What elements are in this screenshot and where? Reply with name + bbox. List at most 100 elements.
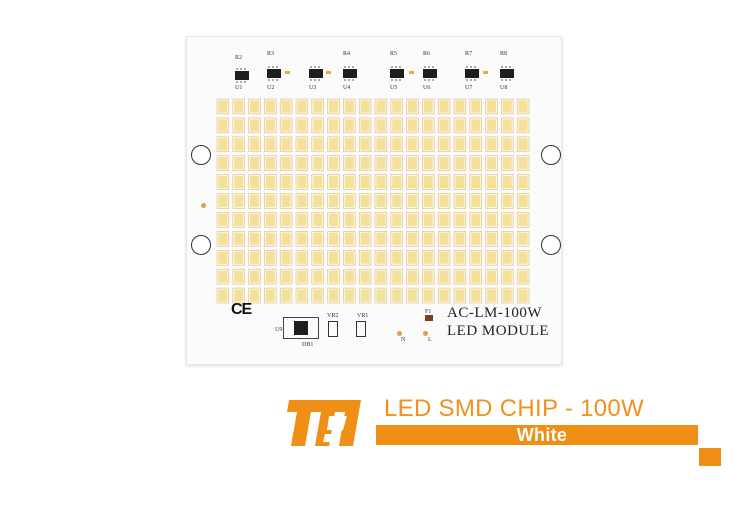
smd-led xyxy=(374,268,388,285)
smd-led xyxy=(390,287,403,304)
smd-led xyxy=(279,212,293,228)
smd-led xyxy=(279,268,293,285)
smd-led xyxy=(232,174,245,190)
varistor-vr1 xyxy=(356,321,366,337)
smd-led xyxy=(485,287,498,304)
smd-led xyxy=(358,155,372,171)
smd-led xyxy=(422,174,435,190)
smd-led xyxy=(485,231,498,247)
smd-led xyxy=(422,249,435,266)
model-label: AC-LM-100W xyxy=(447,305,542,321)
smd-led xyxy=(501,287,514,304)
silk-r4: R4 xyxy=(343,51,351,57)
silk-vr1: VR1 xyxy=(357,313,369,319)
silk-db1: DB1 xyxy=(302,342,314,348)
smd-led xyxy=(516,268,530,285)
smd-led xyxy=(437,136,451,153)
smd-led xyxy=(437,268,451,285)
smd-led xyxy=(453,231,467,247)
silk-u2: U2 xyxy=(267,85,275,91)
smd-led xyxy=(248,287,261,304)
smd-led xyxy=(453,287,467,304)
smd-led xyxy=(406,268,419,285)
ce-mark: CE xyxy=(231,301,252,318)
smd-led xyxy=(485,174,498,190)
smd-led xyxy=(485,136,498,153)
smd-led xyxy=(437,174,451,190)
smd-led xyxy=(248,98,261,115)
smd-led xyxy=(422,212,435,228)
smd-led xyxy=(406,155,419,171)
smd-led xyxy=(232,117,245,134)
smd-led xyxy=(453,193,467,209)
input-pad-n xyxy=(397,331,402,336)
smd-led xyxy=(501,212,514,228)
silk-u3: U3 xyxy=(309,85,317,91)
smd-led xyxy=(485,155,498,171)
smd-led xyxy=(327,268,340,285)
smd-led xyxy=(469,287,482,304)
smd-led xyxy=(327,174,340,190)
smd-led xyxy=(516,136,530,153)
smd-led xyxy=(232,231,245,247)
smd-led xyxy=(279,287,293,304)
smd-led xyxy=(248,231,261,247)
smd-led xyxy=(311,98,324,115)
smd-led xyxy=(406,287,419,304)
smd-led xyxy=(501,193,514,209)
smd-led xyxy=(264,287,277,304)
silk-r8: R8 xyxy=(500,51,508,57)
smd-led xyxy=(216,268,230,285)
smd-led xyxy=(295,212,309,228)
smd-led xyxy=(343,155,356,171)
smd-led xyxy=(469,174,482,190)
driver-ic xyxy=(500,66,514,81)
smd-led xyxy=(453,212,467,228)
smd-led xyxy=(295,155,309,171)
smd-led xyxy=(501,231,514,247)
smd-led xyxy=(374,117,388,134)
smd-led xyxy=(358,117,372,134)
smd-led xyxy=(343,136,356,153)
smd-led xyxy=(422,231,435,247)
smd-led xyxy=(311,155,324,171)
mb-logo-icon xyxy=(287,400,361,446)
silk-r2: R2 xyxy=(235,55,243,61)
smd-led xyxy=(311,268,324,285)
smd-led xyxy=(264,212,277,228)
smd-led xyxy=(327,155,340,171)
smd-led xyxy=(343,174,356,190)
smd-led xyxy=(216,174,230,190)
varistor-vr2 xyxy=(328,321,338,337)
smd-led xyxy=(232,136,245,153)
smd-led xyxy=(406,212,419,228)
subtitle-bar: White xyxy=(376,425,698,445)
smd-led xyxy=(358,212,372,228)
smd-led xyxy=(390,268,403,285)
smd-led xyxy=(327,212,340,228)
smd-led xyxy=(501,117,514,134)
smd-led xyxy=(501,268,514,285)
smd-led xyxy=(264,174,277,190)
smd-led xyxy=(343,212,356,228)
smd-led xyxy=(390,155,403,171)
smd-led xyxy=(406,249,419,266)
smd-led xyxy=(279,231,293,247)
smd-led xyxy=(516,212,530,228)
smd-led xyxy=(453,98,467,115)
smd-led xyxy=(485,193,498,209)
smd-led xyxy=(358,193,372,209)
smd-led xyxy=(516,249,530,266)
smd-led xyxy=(437,231,451,247)
smd-led xyxy=(311,287,324,304)
smd-led xyxy=(358,268,372,285)
silk-r3: R3 xyxy=(267,51,275,57)
smd-led xyxy=(374,193,388,209)
smd-led xyxy=(232,249,245,266)
smd-led xyxy=(453,174,467,190)
smd-led xyxy=(422,155,435,171)
smd-led xyxy=(390,231,403,247)
smd-led xyxy=(358,287,372,304)
smd-led xyxy=(485,212,498,228)
smd-led xyxy=(374,212,388,228)
